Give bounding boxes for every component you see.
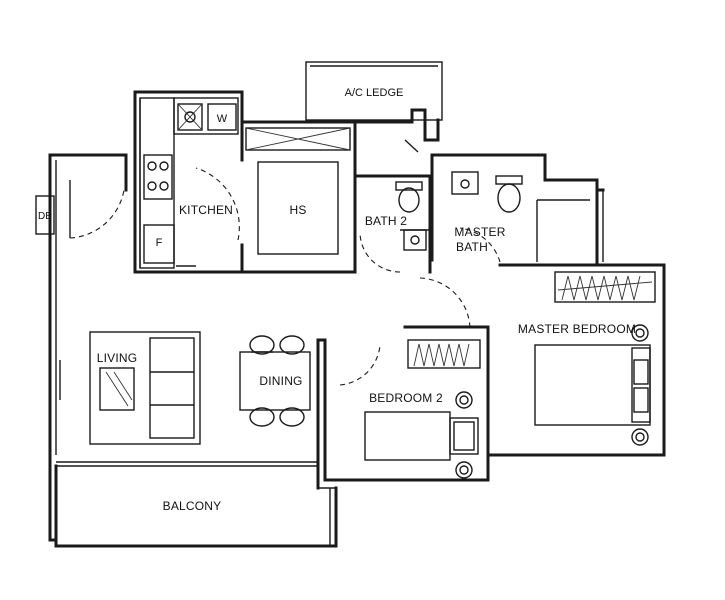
wardrobe-master bbox=[554, 271, 656, 303]
label-master-bath-1: MASTER bbox=[454, 225, 505, 239]
label-bedroom2: BEDROOM 2 bbox=[369, 391, 443, 405]
label-master-bedroom: MASTER BEDROOM bbox=[518, 322, 636, 336]
label-hs: HS bbox=[289, 203, 306, 217]
living-rug bbox=[89, 331, 201, 445]
label-ac-ledge: A/C LEDGE bbox=[345, 87, 404, 99]
ac-ledge-outline bbox=[305, 61, 443, 121]
label-balcony: BALCONY bbox=[163, 499, 222, 513]
room-labels: A/C LEDGE W KITCHEN HS BATH 2 MASTER BAT… bbox=[38, 87, 636, 513]
master-bed bbox=[534, 344, 651, 426]
washer-box bbox=[207, 103, 237, 131]
coffee-table bbox=[99, 367, 135, 411]
bed-bedroom2 bbox=[364, 411, 451, 461]
label-washer: W bbox=[217, 113, 228, 125]
label-db: DB bbox=[38, 211, 52, 222]
fridge-box bbox=[143, 224, 175, 264]
label-dining: DINING bbox=[259, 374, 302, 388]
label-fridge: F bbox=[156, 237, 163, 249]
walls bbox=[35, 61, 666, 548]
sofa bbox=[149, 337, 195, 439]
label-master-bath-2: BATH bbox=[456, 240, 488, 254]
wardrobe-bedroom2 bbox=[407, 339, 481, 369]
label-bath2: BATH 2 bbox=[365, 214, 407, 228]
kitchen-counter bbox=[139, 97, 175, 269]
fixtures bbox=[89, 103, 656, 479]
toilet-bath2 bbox=[398, 187, 420, 213]
toilet-master-bath bbox=[497, 183, 521, 213]
label-living: LIVING bbox=[97, 351, 138, 365]
doors bbox=[69, 103, 501, 386]
dining-table bbox=[239, 351, 311, 411]
label-kitchen: KITCHEN bbox=[179, 203, 233, 217]
stove bbox=[143, 154, 173, 200]
